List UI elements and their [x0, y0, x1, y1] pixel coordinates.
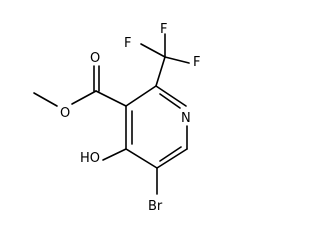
bond-c2-to-c3 — [125, 85, 157, 107]
atom-label-hydroxyl: HO — [80, 151, 100, 166]
structure-diagram: F F F O O N HO Br — [33, 22, 200, 214]
hydroxyl-group: HO — [80, 148, 127, 166]
pyridine-ring: N — [125, 85, 191, 169]
atom-label-ester-o-double: O — [90, 51, 100, 66]
bond-c2-to-n-double-a — [155, 85, 187, 107]
atom-label-f-right: F — [193, 55, 200, 70]
atom-label-f-left: F — [124, 36, 131, 51]
bond-c2-to-n-double-b — [159, 93, 181, 109]
bond-ring-c3-to-carbonyl-c — [95, 90, 127, 107]
trifluoromethyl-group: F F F — [124, 22, 200, 87]
bond-c4-to-hydroxyl-o — [102, 148, 127, 161]
bond-ester-o-to-methyl — [33, 92, 58, 107]
methyl-ester-group: O O — [33, 51, 127, 121]
atom-label-bromine: Br — [148, 199, 163, 214]
atom-label-f-top: F — [160, 22, 167, 37]
bond-c6-to-c5-double-a — [156, 148, 188, 169]
atom-label-ester-o-single: O — [60, 106, 70, 121]
bond-c5-to-c4 — [125, 148, 158, 169]
bond-carbonyl-c-to-ester-o — [71, 90, 97, 105]
bond-cf3-c-to-f-right — [164, 56, 190, 64]
bond-cf3-c-to-f-left — [140, 43, 166, 58]
bond-ring-c2-to-cf3-c — [155, 56, 166, 87]
bond-c6-to-c5-double-b — [159, 146, 182, 162]
bromo-group: Br — [148, 167, 163, 214]
atom-label-ring-n: N — [181, 111, 191, 126]
